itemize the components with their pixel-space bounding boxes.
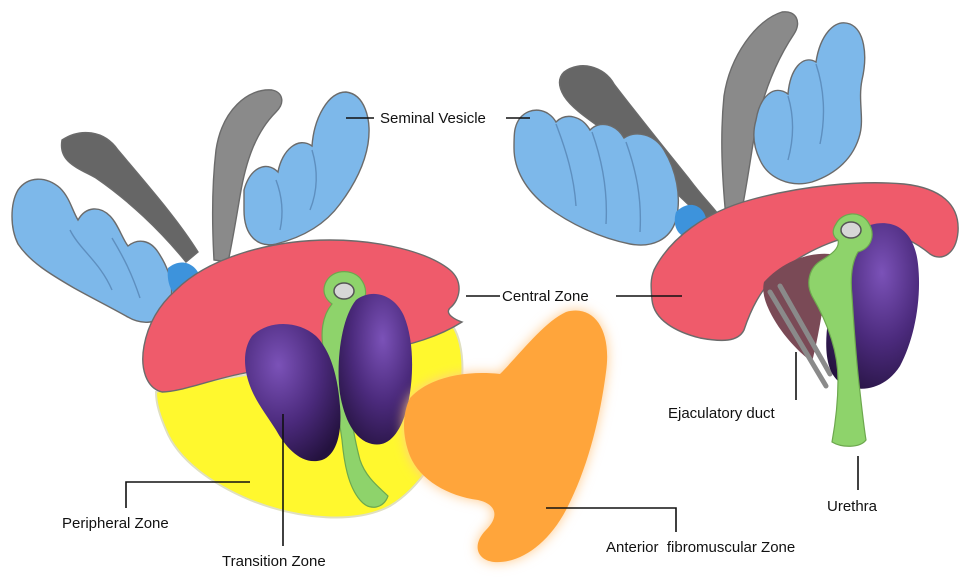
right-duct-lumen [841,222,861,238]
label-transition-zone: Transition Zone [222,553,326,570]
leader-anterior-fibromuscular-zone [546,508,676,532]
right-seminal-vesicle-left [514,110,678,245]
label-peripheral-zone: Peripheral Zone [62,515,169,532]
label-urethra: Urethra [827,498,878,515]
left-gland [12,90,462,518]
label-ejaculatory-duct: Ejaculatory duct [668,405,776,422]
label-anterior-fibromuscular-zone: Anterior fibromuscular Zone [606,539,795,556]
left-transition-zone-right-lobe [339,294,413,445]
label-seminal-vesicle: Seminal Vesicle [380,110,486,127]
left-duct-lumen [334,283,354,299]
label-central-zone: Central Zone [502,288,589,305]
